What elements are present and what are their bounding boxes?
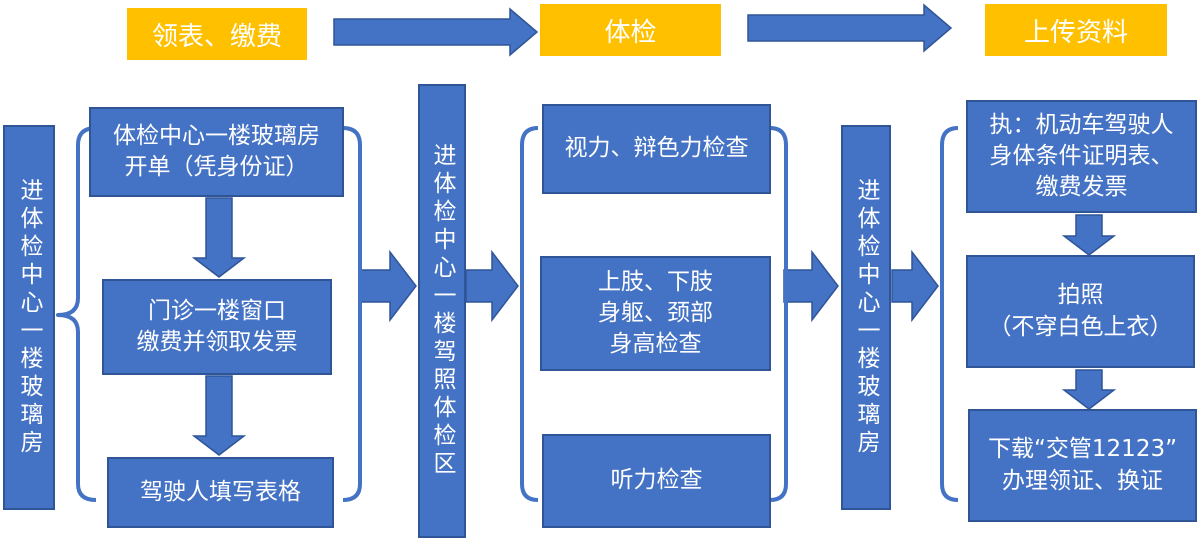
- col2-step-3: 听力检查: [542, 434, 771, 528]
- entrance-left-label: 进体检中心一楼玻璃房: [16, 177, 42, 458]
- down-arrow-1: [191, 197, 247, 278]
- bracket-col3-left: [940, 126, 959, 502]
- down-arrow-4: [1061, 369, 1117, 410]
- col1-step-2: 门诊一楼窗口 缴费并领取发票: [102, 279, 332, 375]
- exam-area-label: 进体检中心一楼驾照体检区: [429, 143, 455, 479]
- right-arrow-2: [465, 249, 519, 323]
- bracket-col2-left: [520, 126, 539, 502]
- entrance-right-box: 进体检中心一楼玻璃房: [841, 125, 891, 510]
- col2-step-2: 上肢、下肢 身躯、颈部 身高检查: [540, 256, 771, 371]
- right-arrow-3: [783, 249, 839, 323]
- down-arrow-2: [191, 375, 247, 456]
- bracket-col1-right: [342, 126, 362, 502]
- stage-arrow-2: [747, 3, 953, 53]
- stage-label-2: 体检: [540, 4, 721, 56]
- exam-area-box: 进体检中心一楼驾照体检区: [418, 84, 466, 538]
- col3-step-3: 下载“交管12123” 办理领证、换证: [968, 409, 1197, 522]
- stage-label-3: 上传资料: [985, 4, 1167, 56]
- stage-label-1: 领表、缴费: [127, 8, 307, 60]
- col2-step-1: 视力、辩色力检查: [542, 104, 771, 194]
- col1-step-1: 体检中心一楼玻璃房 开单（凭身份证）: [89, 107, 344, 197]
- right-arrow-1: [359, 249, 417, 323]
- stage-arrow-1: [333, 7, 539, 57]
- down-arrow-3: [1061, 214, 1117, 256]
- col1-step-3: 驾驶人填写表格: [107, 457, 334, 528]
- bracket-col1-left: [56, 126, 97, 502]
- col3-step-2: 拍照 （不穿白色上衣）: [966, 255, 1195, 368]
- entrance-right-label: 进体检中心一楼玻璃房: [853, 177, 879, 458]
- bracket-col2-right: [769, 126, 788, 502]
- right-arrow-4: [891, 249, 939, 323]
- entrance-left-box: 进体检中心一楼玻璃房: [3, 125, 55, 510]
- col3-step-1: 执：机动车驾驶人 身体条件证明表、 缴费发票: [966, 100, 1197, 213]
